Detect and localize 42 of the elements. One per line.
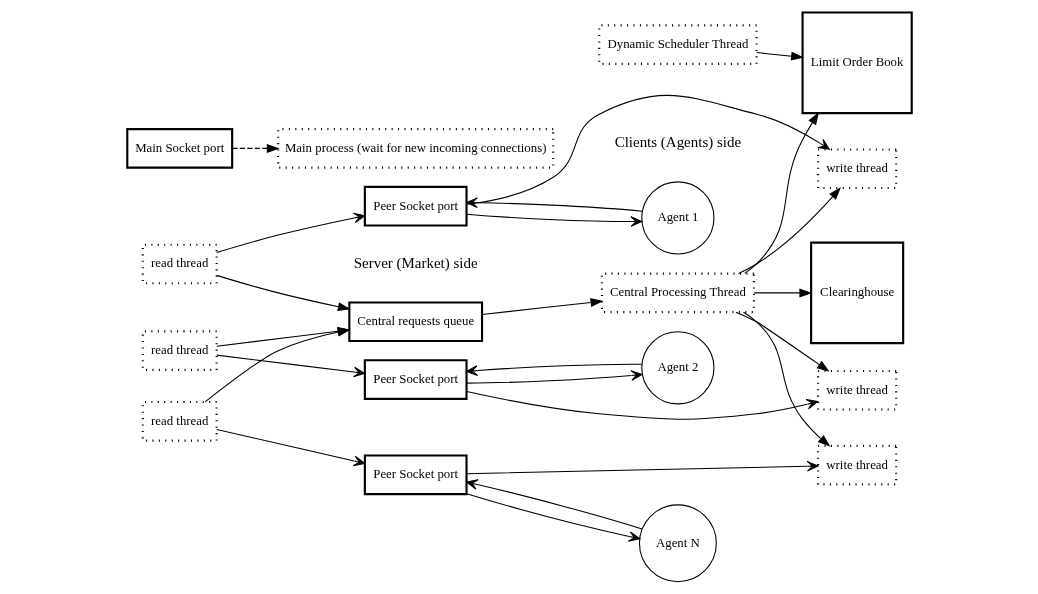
arrow [215, 429, 365, 467]
node-box: Clearinghouse [809, 241, 904, 345]
arrow [465, 460, 818, 475]
arrow [231, 143, 280, 153]
arrow [215, 274, 351, 312]
node-circle: Agent 1 [640, 181, 714, 255]
label: Clients (Agents) side [614, 134, 741, 151]
label: Server (Market) side [353, 254, 478, 271]
arrow [755, 51, 804, 61]
arrow [465, 94, 830, 205]
node-box: Peer Socket port [363, 454, 468, 496]
node-box: Main process (wait for new incoming connections) [276, 128, 554, 169]
arrow [465, 370, 643, 384]
node-circle: Agent N [638, 504, 717, 583]
node-box: read thread [141, 400, 218, 442]
arrow [215, 212, 365, 254]
node-box: write thread [816, 444, 897, 486]
node-circle: Agent 2 [640, 331, 714, 405]
arrow [465, 363, 642, 376]
node-box: Limit Order Book [801, 11, 913, 115]
node-box: Peer Socket port [363, 359, 468, 400]
node-box: write thread [816, 369, 897, 411]
arrow [735, 311, 830, 372]
node-box: Central Processing Thread [600, 272, 755, 314]
arrow [465, 493, 640, 542]
arrow [465, 391, 818, 420]
arrow [465, 197, 643, 212]
arrow [465, 213, 642, 227]
arrow [753, 288, 812, 298]
arrow [742, 311, 830, 447]
node-box: Main Socket port [125, 128, 233, 169]
node-box: read thread [141, 330, 218, 371]
arrow [465, 479, 643, 530]
arrow [737, 187, 841, 275]
node-box: write thread [816, 148, 897, 190]
node-box: Central requests queue [347, 301, 483, 343]
node-box: Peer Socket port [363, 185, 468, 227]
arrow [215, 354, 365, 378]
node-box: Dynamic Scheduler Thread [597, 24, 758, 65]
arrow [743, 112, 819, 274]
node-box: read thread [141, 243, 218, 285]
arrow [481, 297, 603, 316]
